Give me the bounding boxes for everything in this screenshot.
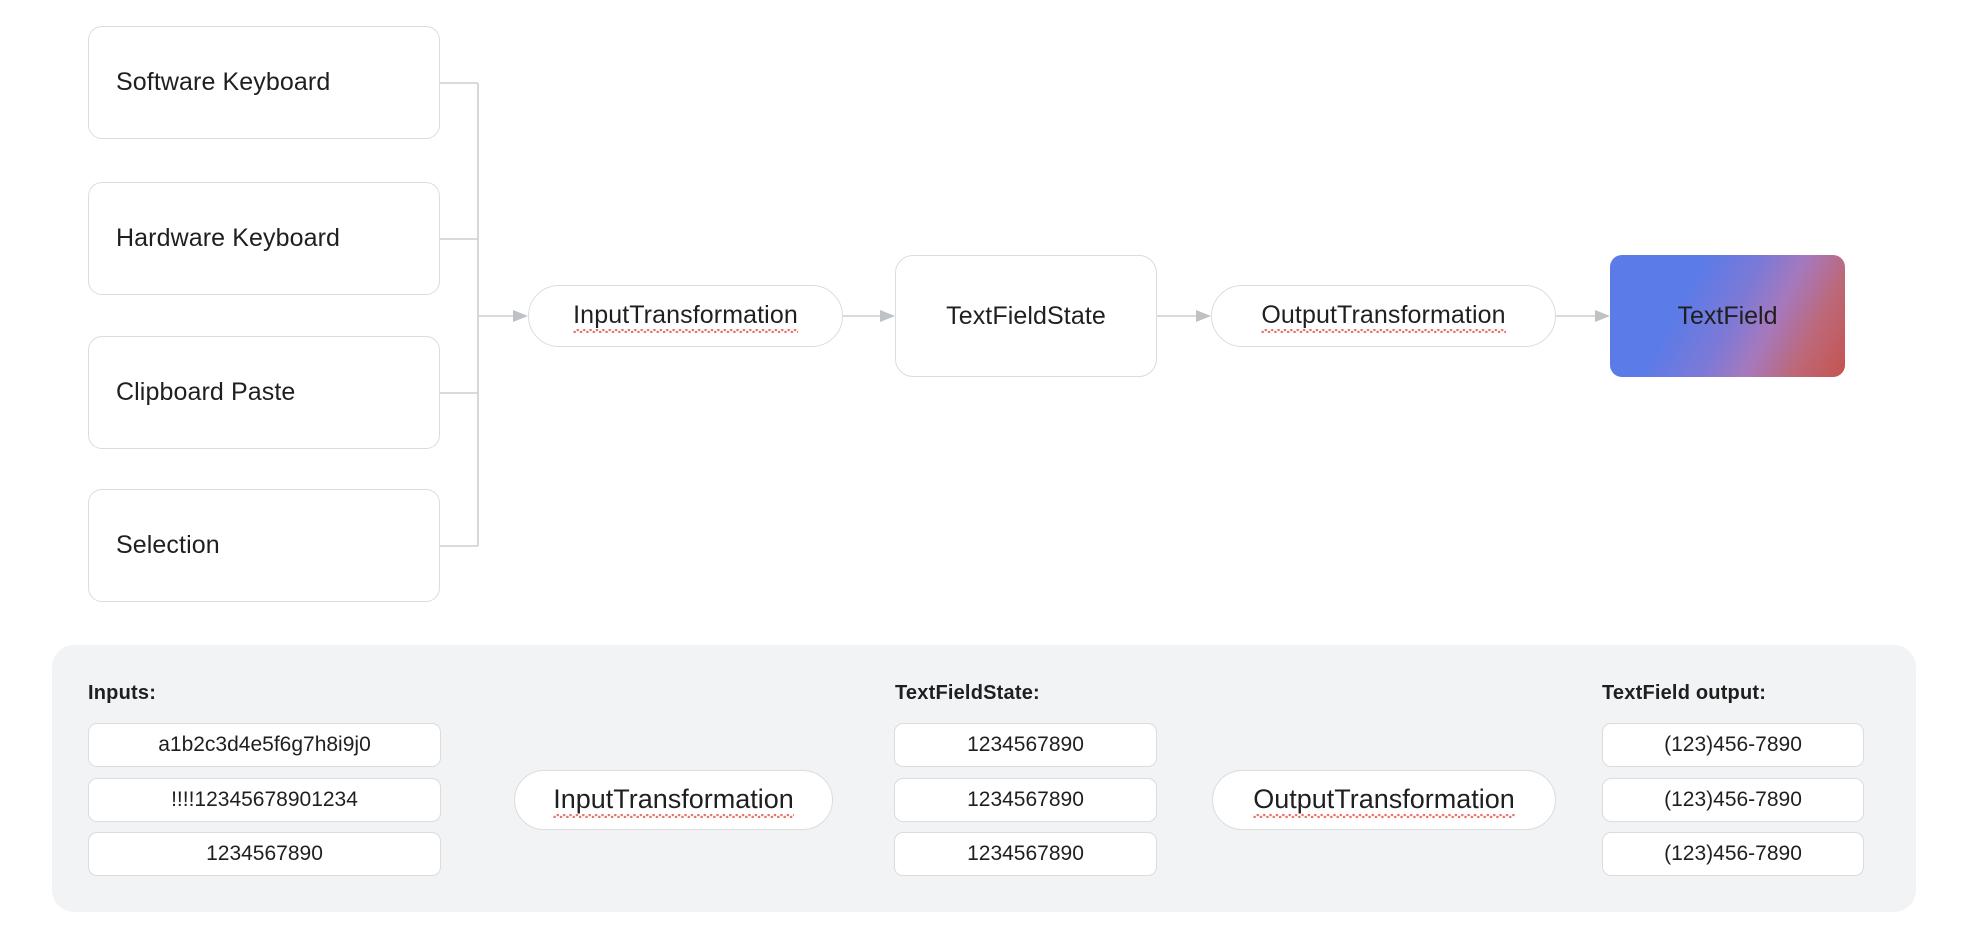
example-input-value[interactable]: 1234567890 bbox=[88, 832, 441, 876]
example-node-input-transformation[interactable]: InputTransformation bbox=[514, 770, 833, 830]
source-label: Hardware Keyboard bbox=[116, 224, 341, 252]
node-output-transformation[interactable]: OutputTransformation bbox=[1211, 285, 1556, 347]
arrowhead-output-transformation bbox=[1196, 310, 1211, 322]
node-label: OutputTransformation bbox=[1253, 784, 1515, 818]
node-input-transformation[interactable]: InputTransformation bbox=[528, 285, 843, 347]
node-label: TextFieldState bbox=[946, 301, 1106, 330]
column-heading-textfield-output: TextField output: bbox=[1602, 682, 1767, 704]
example-input-value[interactable]: !!!!12345678901234 bbox=[88, 778, 441, 822]
example-output-value[interactable]: (123)456-7890 bbox=[1602, 723, 1864, 767]
node-label: InputTransformation bbox=[553, 784, 794, 818]
example-node-output-transformation[interactable]: OutputTransformation bbox=[1212, 770, 1556, 830]
column-heading-textfieldstate: TextFieldState: bbox=[895, 682, 1040, 704]
source-box-hardware-keyboard[interactable]: Hardware Keyboard bbox=[88, 182, 440, 295]
source-box-selection[interactable]: Selection bbox=[88, 489, 440, 602]
source-box-clipboard-paste[interactable]: Clipboard Paste bbox=[88, 336, 440, 449]
node-textfieldstate[interactable]: TextFieldState bbox=[895, 255, 1157, 377]
example-output-value[interactable]: (123)456-7890 bbox=[1602, 778, 1864, 822]
arrowhead-input-transformation bbox=[513, 310, 528, 322]
source-label: Software Keyboard bbox=[116, 68, 331, 96]
node-textfield[interactable]: TextField bbox=[1610, 255, 1845, 377]
source-label: Clipboard Paste bbox=[116, 378, 296, 406]
source-label: Selection bbox=[116, 531, 220, 559]
column-heading-inputs: Inputs: bbox=[88, 682, 157, 704]
arrowhead-textfield bbox=[1595, 310, 1610, 322]
source-box-software-keyboard[interactable]: Software Keyboard bbox=[88, 26, 440, 139]
arrowhead-textfieldstate bbox=[880, 310, 895, 322]
example-state-value[interactable]: 1234567890 bbox=[894, 723, 1157, 767]
node-label: OutputTransformation bbox=[1261, 301, 1506, 333]
example-input-value[interactable]: a1b2c3d4e5f6g7h8i9j0 bbox=[88, 723, 441, 767]
node-label: TextField bbox=[1677, 301, 1778, 330]
example-output-value[interactable]: (123)456-7890 bbox=[1602, 832, 1864, 876]
example-state-value[interactable]: 1234567890 bbox=[894, 778, 1157, 822]
node-label: InputTransformation bbox=[573, 301, 798, 333]
example-state-value[interactable]: 1234567890 bbox=[894, 832, 1157, 876]
